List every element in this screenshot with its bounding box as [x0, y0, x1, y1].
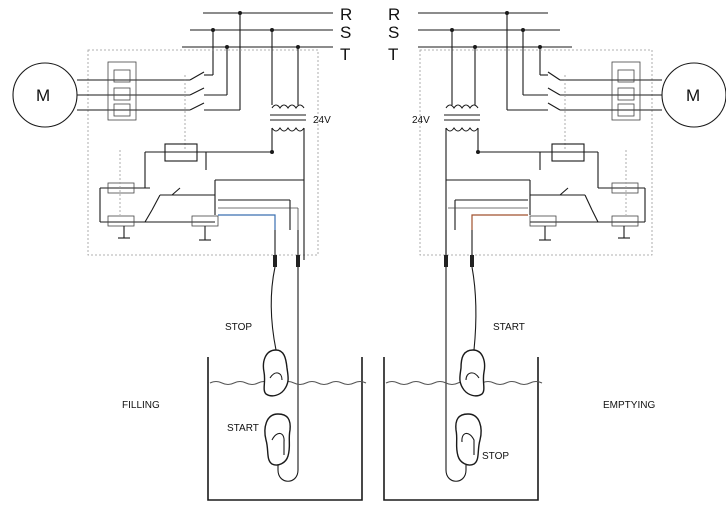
bus-r-label: R	[340, 5, 352, 24]
voltage-left-label: 24V	[313, 115, 331, 126]
float-switch-lower-right	[455, 413, 482, 466]
filling-caption: FILLING	[122, 400, 160, 411]
emptying-top-float-label: START	[493, 322, 525, 333]
bus-r-label-right: R	[388, 5, 400, 24]
bus-s-label-right: S	[388, 23, 399, 42]
voltage-right-label: 24V	[412, 115, 430, 126]
right-circuit: R S T M 24V	[388, 5, 726, 482]
contactor-coil-right	[551, 143, 585, 162]
emptying-caption: EMPTYING	[603, 400, 655, 411]
bus-t-label: T	[340, 45, 350, 64]
motor-right-label: M	[686, 86, 700, 105]
emptying-bottom-float-label: STOP	[482, 451, 509, 462]
filling-top-float-label: STOP	[225, 322, 252, 333]
contactor-coil-left	[164, 143, 198, 162]
float-switch-lower-left	[264, 413, 291, 466]
tank-filling: STOP START FILLING	[122, 322, 367, 501]
bus-s-label: S	[340, 23, 351, 42]
left-circuit: R S T M	[12, 5, 352, 482]
filling-bottom-float-label: START	[227, 423, 259, 434]
motor-left-label: M	[36, 86, 50, 105]
bus-t-label-right: T	[388, 45, 398, 64]
tank-emptying: START STOP EMPTYING	[383, 322, 655, 501]
